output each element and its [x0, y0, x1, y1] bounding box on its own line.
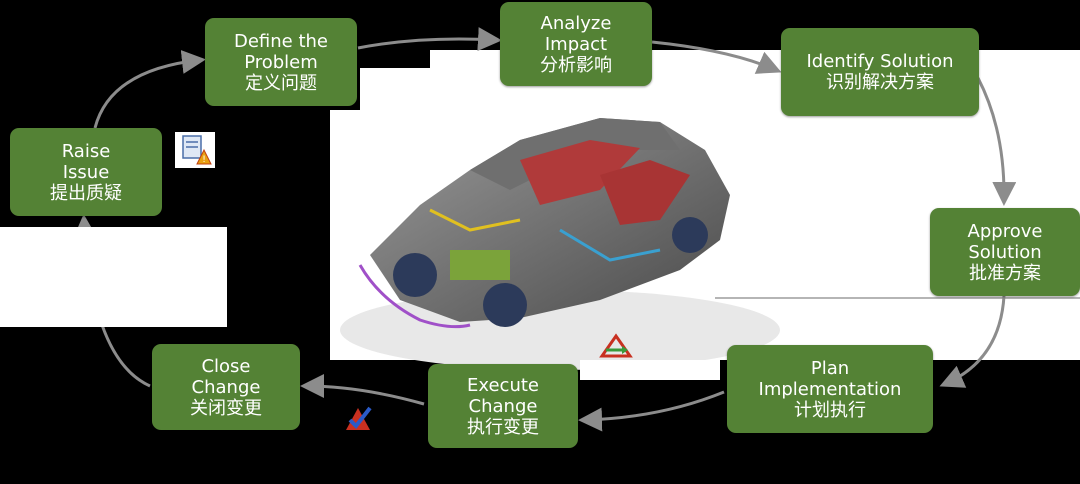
step-label-en-2: Change: [191, 376, 261, 398]
step-label-en-1: Identify Solution: [806, 51, 954, 72]
arrow-raise-to-define: [93, 50, 206, 129]
step-label-zh: 提出质疑: [50, 182, 122, 204]
step-label-zh: 批准方案: [969, 262, 1041, 284]
step-label-en-2: Issue: [62, 161, 110, 183]
step-plan-implementation: Plan Implementation 计划执行: [727, 345, 933, 433]
step-label-en-2: Change: [468, 395, 538, 417]
step-label-zh: 分析影响: [540, 54, 612, 76]
step-label-en-1: Close: [201, 355, 251, 377]
step-label-en-1: Analyze: [540, 12, 612, 34]
checkmark-close-icon: [342, 402, 374, 434]
change-cycle-icon: [596, 330, 636, 362]
step-execute-change: Execute Change 执行变更: [428, 364, 578, 448]
step-approve-solution: Approve Solution 批准方案: [930, 208, 1080, 296]
arrow-plan-to-execute: [578, 390, 725, 432]
white-block-left: [0, 227, 227, 327]
step-label-zh: 执行变更: [467, 416, 539, 438]
step-label-zh: 识别解决方案: [826, 72, 934, 93]
step-label-en-2: Solution: [968, 241, 1042, 263]
step-label-en-2: Implementation: [758, 378, 902, 400]
step-analyze-impact: Analyze Impact 分析影响: [500, 2, 652, 86]
svg-text:!: !: [202, 155, 206, 165]
step-raise-issue: Raise Issue 提出质疑: [10, 128, 162, 216]
arrow-identify-to-approve: [976, 77, 1017, 206]
white-block-under-car: [580, 360, 720, 380]
step-label-en-1: Execute: [467, 374, 539, 396]
step-label-en-2: Impact: [544, 33, 608, 55]
car-body-illustration: [358, 118, 730, 329]
step-label-en-2: Problem: [244, 51, 318, 73]
issue-document-warning-icon: !: [175, 132, 215, 168]
step-label-zh: 关闭变更: [190, 397, 262, 419]
step-label-zh: 定义问题: [245, 72, 317, 94]
step-label-en-1: Approve: [967, 220, 1043, 242]
step-close-change: Close Change 关闭变更: [152, 344, 300, 430]
step-label-en-1: Plan: [810, 357, 850, 379]
step-identify-solution: Identify Solution 识别解决方案: [781, 28, 979, 116]
step-label-zh: 计划执行: [794, 399, 866, 421]
step-label-en-1: Define the: [233, 30, 329, 52]
arrow-define-to-analyze: [357, 27, 502, 52]
arrow-analyze-to-identify: [651, 40, 782, 74]
step-define-problem: Define the Problem 定义问题: [205, 18, 357, 106]
arrow-execute-to-close: [300, 374, 425, 406]
arrow-approve-to-plan: [939, 295, 1006, 388]
white-block-mid-2: [430, 55, 480, 130]
step-label-en-1: Raise: [61, 140, 111, 162]
